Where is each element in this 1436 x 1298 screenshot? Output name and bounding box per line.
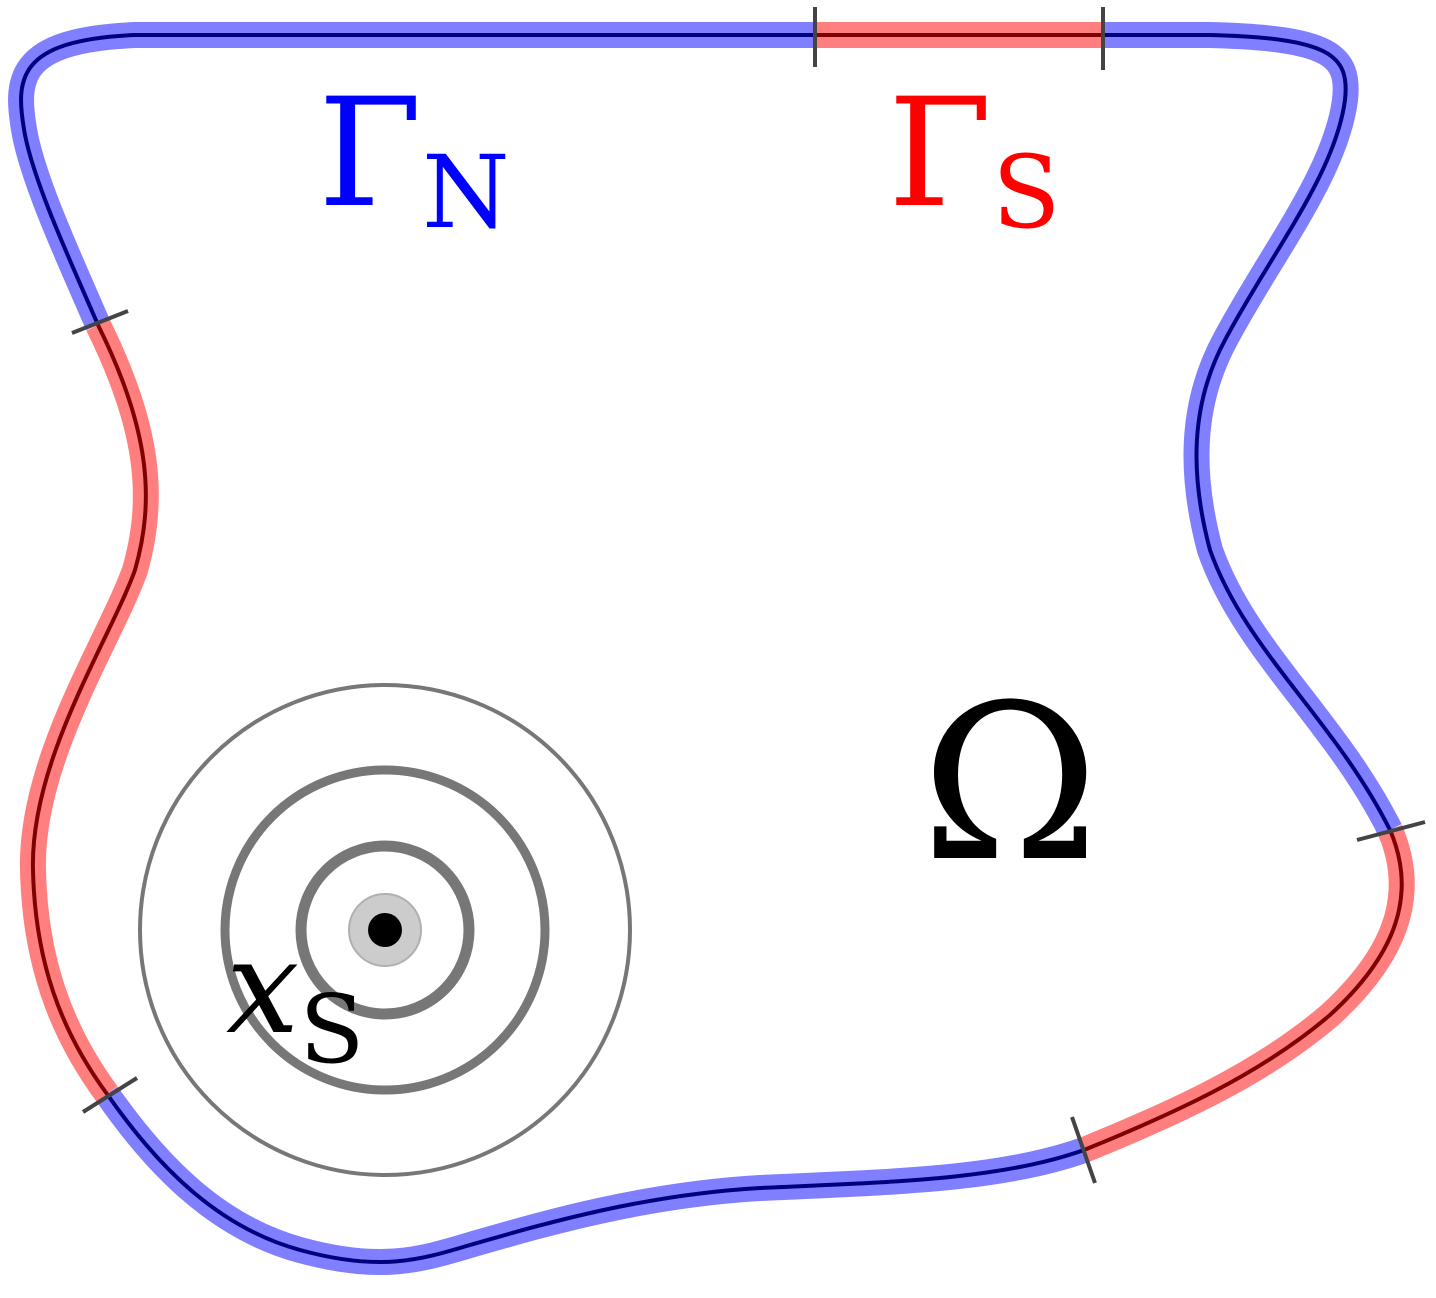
neumann-boundary: [8, 22, 1402, 1275]
label-x-s: xS: [226, 911, 364, 1085]
label-gamma-s-symbol: Γ: [888, 67, 992, 241]
boundary-sound-soft-core-left: [30, 324, 148, 1096]
label-omega-symbol: Ω: [921, 658, 1099, 909]
boundary-neumann-core-top-left: [19, 33, 815, 326]
label-gamma-n-subscript: N: [422, 134, 510, 251]
label-gamma-n-symbol: Γ: [318, 67, 422, 241]
source-point: [368, 913, 402, 947]
label-x-s-subscript: S: [299, 975, 364, 1085]
junction-ticks: [71, 7, 1426, 1184]
boundary-neumann-core-right: [1103, 33, 1392, 831]
boundary-sound-soft-core-bottom-right: [1083, 829, 1404, 1152]
junction-tick-bottom-right: [1070, 1116, 1097, 1184]
boundary-neumann-core-bottom: [105, 1092, 1085, 1264]
wave-ring-outer: [138, 683, 632, 1177]
label-omega: Ω: [921, 658, 1099, 909]
boundary-neumann-segment-right: [1103, 22, 1402, 836]
junction-tick-right: [1356, 820, 1426, 842]
label-gamma-n: ΓN: [318, 67, 510, 251]
label-gamma-s-subscript: S: [992, 134, 1061, 251]
boundary-core-lines: [19, 33, 1404, 1264]
label-x-s-symbol: x: [226, 911, 299, 1063]
junction-tick-left-upper: [71, 309, 129, 335]
junction-tick-left-lower: [81, 1076, 139, 1114]
wave-ring-inner: [295, 840, 475, 1020]
label-gamma-s: ΓS: [888, 67, 1061, 251]
wave-ring-middle: [220, 765, 550, 1095]
wave-source: [138, 683, 632, 1177]
